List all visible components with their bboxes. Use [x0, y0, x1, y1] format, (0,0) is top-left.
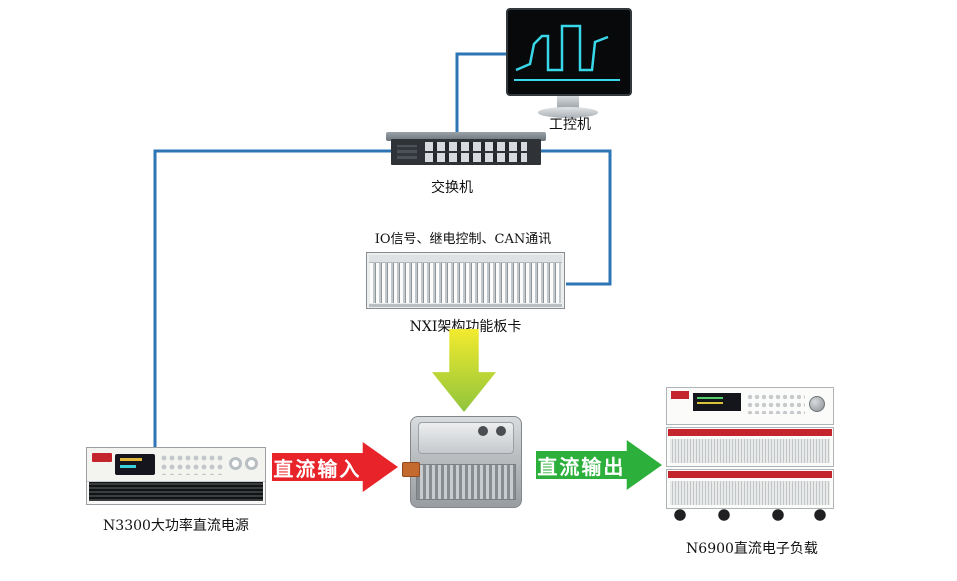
load-knob: [809, 396, 825, 412]
nxi-chassis: [366, 252, 565, 309]
wire-pc-to-switch: [455, 52, 506, 137]
dc-input-arrow-label: 直流输入: [273, 456, 362, 481]
dc-input-arrow: 直流输入: [272, 442, 398, 492]
nxi-bottom-rail: [369, 304, 562, 307]
switch-port-row-bottom: [425, 153, 527, 162]
load-module-2: [666, 469, 834, 509]
load-label: N6900直流电子负载: [686, 541, 818, 557]
industrial-pc-monitor: [506, 8, 632, 96]
switch-label: 交换机: [431, 180, 473, 196]
control-signal-arrow: [432, 329, 496, 412]
nxi-label: NXI架构功能板卡: [409, 319, 522, 335]
switch-top-face: [386, 132, 546, 141]
load-module-2-band: [668, 471, 832, 478]
waveform-trace: [515, 24, 609, 72]
load-module-1-vents: [670, 439, 830, 463]
load-control-unit: [666, 387, 834, 425]
switch-port-row-top: [425, 142, 527, 151]
psu-front-panel: [87, 448, 265, 482]
psu-vent-grille: [89, 482, 263, 501]
nxi-top-rail: [369, 255, 562, 263]
dut-converter: [402, 416, 522, 508]
psu-output-post-1: [229, 457, 242, 470]
psu-display: [115, 454, 155, 475]
load-brand-logo: [671, 391, 689, 399]
industrial-pc-label: 工控机: [549, 117, 591, 133]
load-module-1: [666, 427, 834, 467]
load-display: [693, 393, 741, 411]
electronic-load: [666, 387, 834, 521]
monitor-stand-neck: [557, 96, 579, 109]
psu-brand-logo: [92, 453, 112, 462]
psu-output-post-2: [245, 457, 258, 470]
dut-heatsink-fins: [416, 464, 516, 500]
dc-power-supply: [86, 447, 266, 505]
load-button-grid: [747, 394, 805, 414]
wire-switch-to-psu: [153, 149, 392, 448]
load-module-2-vents: [670, 481, 830, 505]
nxi-signal-caption: IO信号、继电控制、CAN通讯: [374, 232, 552, 247]
switch-led-panel: [397, 145, 417, 159]
dut-connector-round-2: [478, 426, 488, 436]
dut-input-connector: [402, 462, 420, 477]
monitor-stand-base: [538, 107, 598, 118]
psu-button-grid: [161, 455, 225, 475]
psu-label: N3300大功率直流电源: [103, 518, 249, 534]
waveform-chart: [514, 24, 620, 81]
load-module-1-band: [668, 429, 832, 436]
network-switch: [391, 139, 541, 165]
nxi-card-slots: [370, 263, 561, 303]
dc-output-arrow-label: 直流输出: [537, 454, 626, 479]
caster-wheels: [666, 509, 834, 521]
dut-connector-round: [496, 426, 506, 436]
dc-output-arrow: 直流输出: [536, 440, 662, 490]
